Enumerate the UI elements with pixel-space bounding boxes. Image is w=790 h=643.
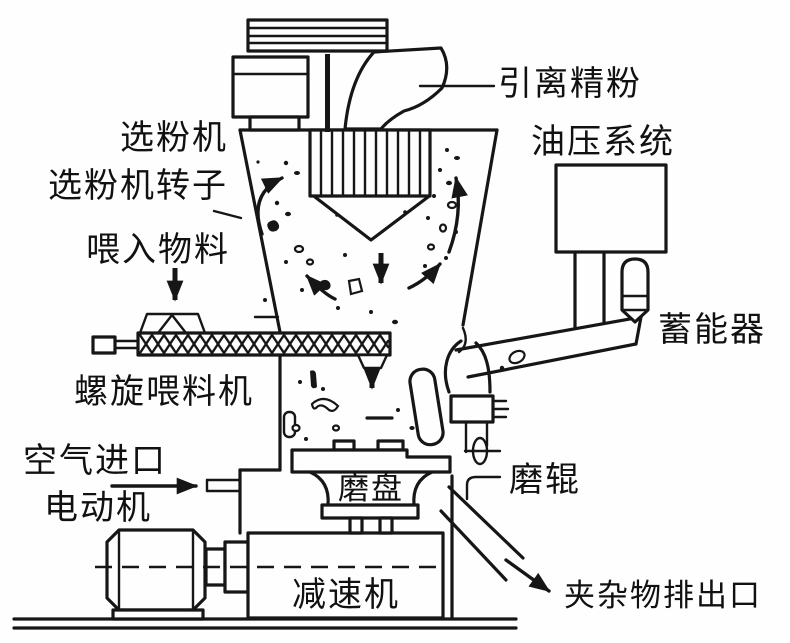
label-impurity-outlet: 夹杂物排出口 (564, 578, 762, 614)
label-air-inlet: 空气进口 (23, 441, 167, 481)
discharge-chute (439, 485, 551, 593)
flow-arrows (110, 176, 468, 495)
label-screw-feeder: 螺旋喂料机 (74, 372, 254, 412)
label-motor: 电动机 (44, 488, 152, 528)
screw-feeder-drawing (91, 312, 394, 420)
airflow-arrow-mid-right (407, 262, 442, 290)
label-classifier-rotor: 选粉机转子 (48, 166, 228, 206)
labels: 引离精粉 选粉机 选粉机转子 油压系统 喂入物料 蓄能器 螺旋喂料机 空气进口 … (23, 64, 766, 615)
roller-arm (454, 250, 643, 379)
classifier-drive (231, 18, 449, 132)
screw-outlet (356, 353, 389, 370)
motor-drawing (105, 528, 250, 621)
classifier-motor-box (231, 55, 310, 119)
airflow-arrow-mid-left (305, 274, 337, 301)
grinding-roller-drawing (408, 339, 510, 466)
airflow-arrow-left-up (256, 176, 284, 236)
hydraulic-system-drawing (554, 163, 668, 254)
rotor-cone (313, 195, 430, 242)
airflow-arrow-right-up (447, 176, 468, 254)
screw-motor (91, 335, 117, 355)
impurity-arrow (504, 558, 551, 593)
wall-fitting (282, 410, 297, 439)
label-feed-material: 喂入物料 (86, 230, 230, 270)
rotor-shaft (325, 54, 330, 132)
label-grinding-roller: 磨辊 (509, 460, 581, 500)
label-reducer: 减速机 (292, 575, 400, 615)
air-inlet-pipe (205, 478, 242, 493)
particles (256, 148, 526, 441)
label-classifier: 选粉机 (120, 118, 228, 158)
leader-lines (212, 84, 496, 220)
label-accumulator: 蓄能器 (658, 310, 766, 350)
classifier-rotor-drawing (308, 128, 432, 242)
grinding-table-drawing (290, 439, 452, 535)
roller-hub (449, 394, 495, 424)
label-hydraulic-system: 油压系统 (531, 122, 675, 162)
rotor-leader (212, 209, 243, 220)
label-fine-powder-outlet: 引离精粉 (498, 64, 642, 104)
ground-line (12, 617, 518, 630)
reducer-drawing (246, 531, 445, 620)
accumulator-drawing (620, 257, 650, 324)
outlet-duct (343, 46, 449, 131)
label-grinding-table: 磨盘 (338, 471, 404, 507)
